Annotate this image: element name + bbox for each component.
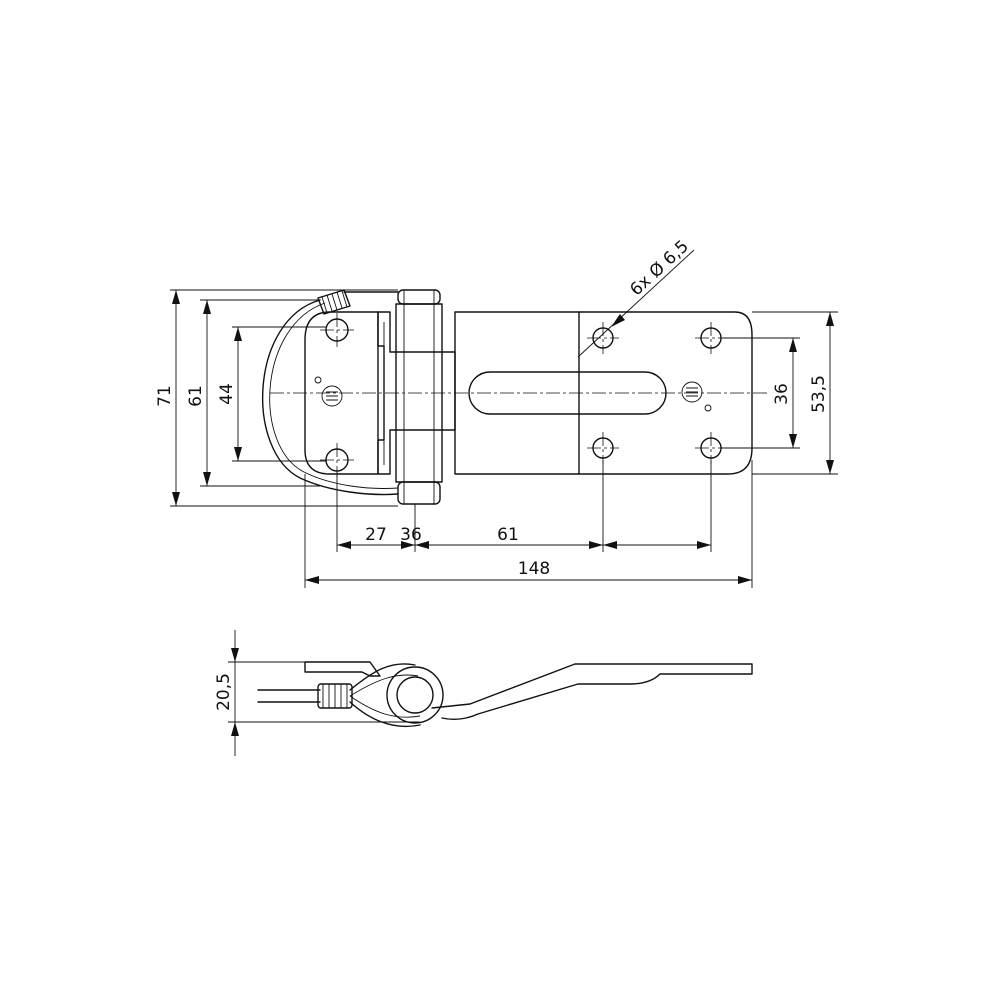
side-hasp-arm: [431, 663, 753, 721]
dim-61: 61: [497, 525, 519, 545]
dim-side-thickness: 20,5: [214, 673, 234, 711]
side-knuckle-inner: [396, 676, 434, 714]
dim-overall-height: 71: [155, 385, 175, 407]
base-plate: [304, 311, 379, 475]
side-view: [257, 661, 753, 728]
wire-spring: [262, 299, 399, 496]
base-hole-top: [320, 313, 354, 347]
spring-coil: [317, 289, 399, 315]
hasp-hole-bottom-right: [695, 432, 727, 464]
top-view: [262, 289, 768, 505]
hasp-hole-top-left: [587, 322, 619, 354]
side-knuckle-outer: [386, 666, 444, 724]
side-spring-coil: [317, 683, 353, 709]
logo-stamp-right: [681, 381, 712, 412]
dim-27: 27: [365, 525, 387, 545]
dim-left-hole-spacing: 44: [217, 383, 237, 405]
hole-callout: 6x Ø 6,5: [626, 237, 693, 301]
dim-slot-width: 36: [772, 383, 792, 405]
dim-plate-height: 61: [186, 385, 206, 407]
dim-36: 36: [400, 525, 422, 545]
side-dimensions: 20,5: [214, 630, 420, 756]
dim-overall-length: 148: [518, 559, 550, 579]
hinge-pin-bottom: [397, 481, 441, 505]
dim-right-plate-height: 53,5: [809, 375, 829, 413]
vertical-dimensions: 71 61 44 36 53,5: [155, 289, 838, 507]
side-base-leaf: [304, 661, 381, 677]
horizontal-dimensions: 27 36 61 148 6x Ø 6,5: [304, 237, 753, 588]
hasp-hole-bottom-left: [587, 432, 619, 464]
hinge-pin-top: [397, 289, 441, 305]
slot: [468, 371, 667, 415]
base-hole-bottom: [320, 443, 354, 477]
side-spring-wire: [257, 663, 421, 728]
callout-leader: [577, 249, 695, 358]
hasp-hole-top-right: [695, 322, 727, 354]
logo-stamp-left: [314, 376, 343, 407]
